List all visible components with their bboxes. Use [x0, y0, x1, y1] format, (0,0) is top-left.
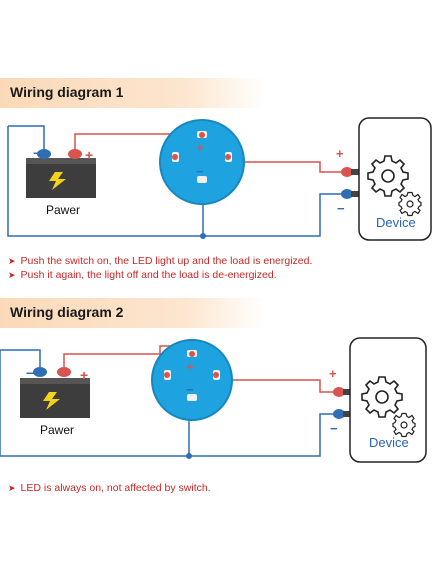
large-gear-icon [361, 376, 403, 418]
switch-minus-sign: − [196, 164, 204, 179]
switch-plus-sign: + [196, 140, 204, 155]
small-gear-icon [392, 412, 416, 438]
diagram1-header: Wiring diagram 1 [0, 78, 265, 108]
lightning-icon [43, 392, 60, 410]
switch-pin-bottom [197, 176, 207, 183]
battery-plus-sign: + [80, 367, 88, 383]
large-gear-icon [367, 155, 409, 197]
device: Device [358, 117, 432, 241]
battery-plus-sign: + [85, 147, 93, 163]
wiring-diagram-1: − + Pawer + − + − Device [7, 117, 432, 241]
arrow-icon: ➤ [8, 256, 16, 266]
battery-negative-terminal [37, 149, 51, 159]
lightning-icon [49, 172, 66, 190]
battery: − + Pawer [26, 145, 96, 217]
switch-minus-sign: − [186, 382, 194, 397]
wiring-diagram-2: − + Pawer + − + − Device [0, 337, 427, 463]
arrow-icon: ➤ [8, 483, 16, 493]
small-gear-icon [398, 191, 422, 217]
device-plus-sign: + [336, 146, 344, 161]
device-connectors: + − [336, 146, 359, 216]
battery-label: Pawer [46, 203, 80, 217]
device-minus-sign: − [337, 201, 345, 216]
device-label: Device [369, 435, 409, 450]
device: Device [349, 337, 427, 463]
note-1-line-1: ➤Push the switch on, the LED light up an… [8, 255, 313, 267]
battery-positive-terminal [68, 149, 82, 159]
diagram1-title: Wiring diagram 1 [10, 84, 124, 100]
junction-dot [200, 233, 206, 239]
battery-minus-sign: − [26, 365, 34, 381]
battery: − + Pawer [20, 365, 90, 437]
switch: + − [151, 339, 233, 421]
switch: + − [159, 119, 245, 205]
battery-minus-sign: − [33, 145, 41, 161]
battery-negative-terminal [33, 367, 47, 377]
diagram2-header: Wiring diagram 2 [0, 298, 265, 328]
battery-label: Pawer [40, 423, 74, 437]
battery-positive-terminal [57, 367, 71, 377]
note-2-line-1: ➤LED is always on, not affected by switc… [8, 482, 211, 494]
device-minus-sign: − [330, 421, 338, 436]
device-plus-sign: + [329, 366, 337, 381]
device-label: Device [376, 215, 416, 230]
note-1-line-2: ➤Push it again, the light off and the lo… [8, 269, 277, 281]
diagram2-title: Wiring diagram 2 [10, 304, 124, 320]
device-connectors: + − [329, 366, 351, 436]
arrow-icon: ➤ [8, 270, 16, 280]
switch-plus-sign: + [186, 359, 194, 374]
junction-dot [186, 453, 192, 459]
